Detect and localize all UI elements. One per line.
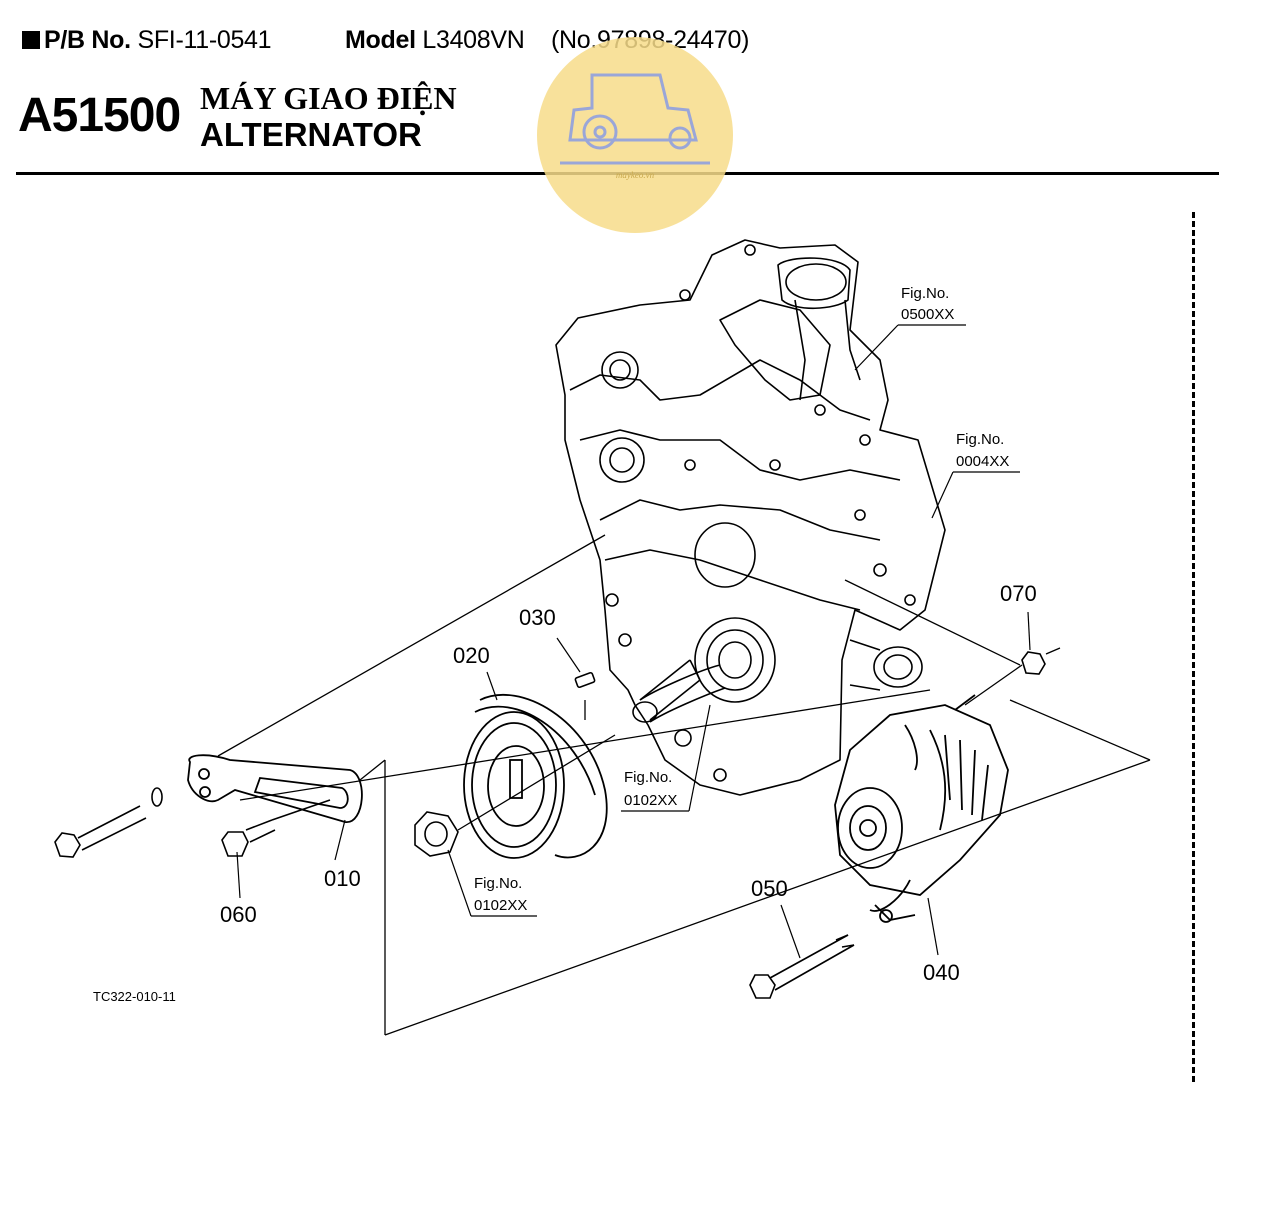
fig-ref-label: Fig.No.: [901, 285, 949, 302]
part-label-010: 010: [324, 866, 361, 891]
fig-ref-label: Fig.No.: [624, 769, 672, 786]
title-vietnamese: MÁY GIAO ĐIỆN: [200, 80, 457, 116]
nut-drawing: [414, 811, 459, 857]
watermark-text: maykeo.vn: [616, 170, 655, 180]
model-label: Model: [345, 26, 416, 54]
model: Model L3408VN: [345, 26, 525, 55]
tractor-logo-icon: [560, 73, 710, 165]
alternator-040-drawing: [834, 694, 1009, 923]
dashed-margin-line: [1192, 212, 1195, 1082]
part-label-040: 040: [923, 960, 960, 985]
part-label-030: 030: [519, 605, 556, 630]
fig-ref-number: 0004XX: [956, 453, 1009, 470]
part-label-050: 050: [751, 876, 788, 901]
fig-ref-number: 0500XX: [901, 306, 954, 323]
gear-case-drawing: [555, 239, 946, 796]
part-label-070: 070: [1000, 581, 1037, 606]
watermark-circle: [537, 37, 733, 233]
bolt-060-drawing: [221, 799, 331, 857]
nut-070-drawing: [1021, 651, 1046, 675]
fig-ref-label: Fig.No.: [956, 431, 1004, 448]
title-english: ALTERNATOR: [200, 116, 422, 153]
model-value: L3408VN: [422, 26, 525, 54]
bracket-010-drawing: [187, 754, 363, 823]
assembly-lines: [217, 534, 1151, 1036]
pb-value: SFI-11-0541: [137, 26, 272, 54]
key-030-drawing: [574, 671, 596, 689]
pb-label: P/B No.: [44, 26, 131, 54]
section-code: A51500: [18, 89, 181, 142]
square-bullet-icon: [22, 31, 40, 49]
fig-ref-label: Fig.No.: [474, 875, 522, 892]
figure-id: TC322-010-11: [93, 989, 176, 1004]
part-label-020: 020: [453, 643, 490, 668]
part-label-060: 060: [220, 902, 257, 927]
pulley-020-drawing: [463, 694, 608, 859]
fig-ref-number: 0102XX: [624, 792, 677, 809]
pb-number: P/B No. SFI-11-0541: [22, 26, 272, 55]
watermark: maykeo.vn: [537, 37, 733, 233]
fig-ref-number: 0102XX: [474, 897, 527, 914]
long-bolt-drawing: [54, 787, 163, 858]
bolt-050-drawing: [749, 934, 855, 999]
leader-lines: [236, 324, 1031, 959]
